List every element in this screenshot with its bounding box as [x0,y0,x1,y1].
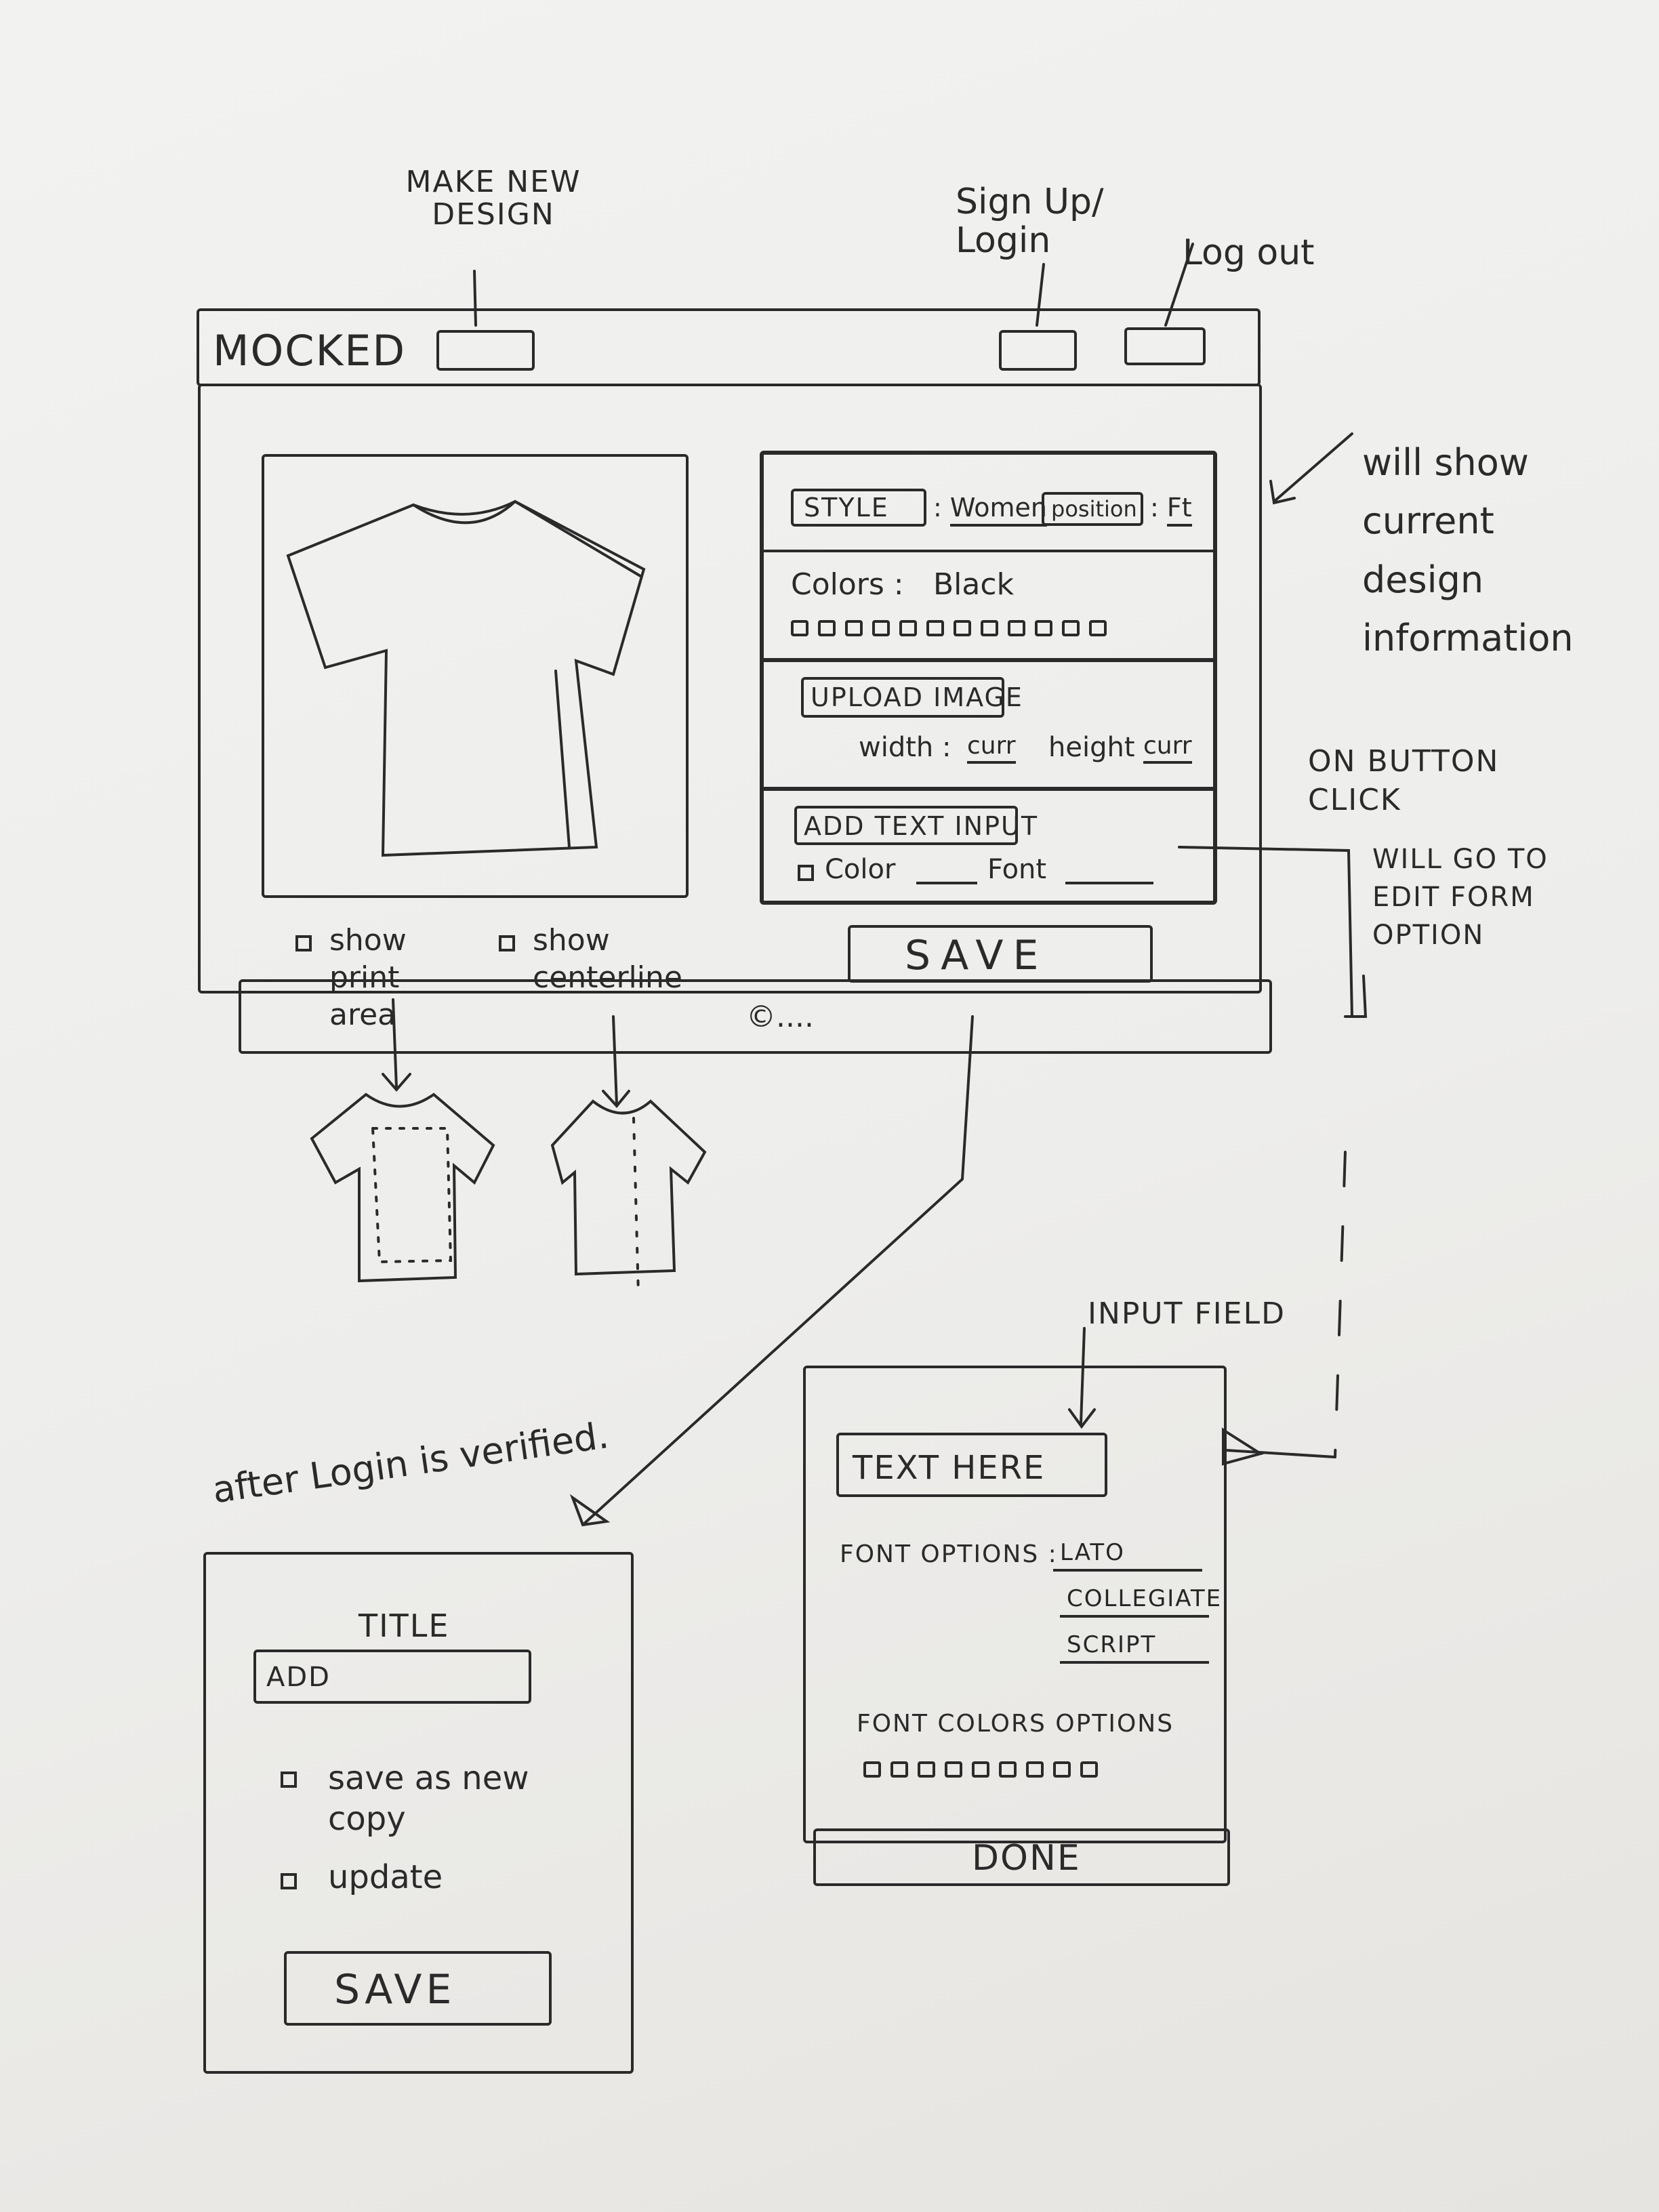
height-value[interactable]: curr [1143,733,1192,764]
log-out-button[interactable] [1124,327,1206,365]
color-swatch-7[interactable] [954,620,971,636]
upload-row: UPLOAD IMAGE width : curr height curr [764,658,1213,791]
position-value: : Ft [1150,493,1192,527]
color-swatch-5[interactable] [899,620,917,636]
save-as-new-copy-checkbox[interactable] [281,1771,297,1788]
font-color-swatch-row [863,1761,1107,1778]
font-option-lato[interactable]: LATO [1053,1538,1202,1572]
shirt-preview-canvas [262,454,689,898]
title-input[interactable]: ADD [253,1650,531,1704]
annotation-signup-login: Sign Up/ Login [956,182,1104,262]
dialog-save-button[interactable]: SAVE [284,1951,552,2026]
annotation-on-button-click: ON BUTTON CLICK [1308,744,1500,818]
add-text-row: ADD TEXT INPUT Color Font [764,787,1213,901]
height-label: height [1048,732,1135,763]
text-color-line [916,882,977,884]
font-colors-label: FONT COLORS OPTIONS [857,1710,1174,1738]
annotation-log-out: Log out [1183,232,1315,273]
font-color-swatch-5[interactable] [972,1761,989,1778]
show-centerline-checkbox[interactable] [499,935,515,951]
annotation-will-go-to: WILL GO TO EDIT FORM OPTION [1372,844,1549,951]
style-value-text: Women [949,493,1047,527]
done-label: DONE [972,1838,1081,1879]
save-design-label: SAVE [905,932,1048,979]
position-label: position [1051,496,1137,522]
font-color-swatch-6[interactable] [999,1761,1017,1778]
font-option-collegiate[interactable]: COLLEGIATE [1060,1584,1221,1618]
font-color-swatch-2[interactable] [890,1761,908,1778]
annotation-will-show: will show current design information [1362,441,1574,660]
annotation-make-new-design: MAKE NEW DESIGN [405,165,581,232]
upload-image-button[interactable]: UPLOAD IMAGE [801,677,1022,718]
upload-image-label: UPLOAD IMAGE [811,682,1023,712]
font-option-script[interactable]: SCRIPT [1060,1630,1209,1664]
position-value-text: Ft [1166,493,1192,527]
show-print-area-checkbox[interactable] [295,935,312,951]
font-color-swatch-9[interactable] [1080,1761,1098,1778]
add-text-input-button[interactable]: ADD TEXT INPUT [794,806,1037,845]
color-swatch-11[interactable] [1062,620,1080,636]
color-swatch-3[interactable] [845,620,863,636]
make-new-design-button[interactable] [436,330,535,371]
colors-value: Black [933,567,1015,602]
show-print-area-label: show print area [329,923,407,1032]
width-label: width : [859,732,951,763]
font-color-swatch-1[interactable] [863,1761,881,1778]
text-font-line [1065,882,1153,884]
app-footer: ©.... [239,979,1272,1054]
colors-label: Colors : [791,567,904,602]
app-header: MOCKED [197,308,1261,386]
signup-login-button[interactable] [999,330,1077,371]
update-checkbox[interactable] [281,1873,297,1889]
app-main-area: show print area show centerline STYLE : … [198,384,1262,1032]
show-centerline-label: show centerline [533,923,682,995]
color-swatch-8[interactable] [981,620,998,636]
save-dialog: TITLE ADD save as new copy update SAVE [203,1552,634,2074]
style-dropdown[interactable]: STYLE [791,489,926,527]
color-swatch-2[interactable] [818,620,836,636]
font-options-label: FONT OPTIONS : [840,1540,1058,1568]
dialog-save-label: SAVE [334,1966,456,2013]
color-swatch-10[interactable] [1035,620,1052,636]
update-label: update [328,1858,443,1896]
color-swatch-row [791,620,1116,636]
save-design-button[interactable]: SAVE [848,925,1153,983]
text-input-field[interactable]: TEXT HERE [836,1433,1107,1497]
color-swatch-4[interactable] [872,620,890,636]
color-swatch-12[interactable] [1089,620,1107,636]
colors-row: Colors : Black [764,550,1213,662]
style-label: STYLE [804,493,889,523]
text-color-label: Color [825,854,896,885]
style-row: STYLE : Women position : Ft [764,455,1213,552]
font-color-swatch-8[interactable] [1053,1761,1071,1778]
text-color-checkbox[interactable] [798,865,814,881]
annotation-input-field: INPUT FIELD [1088,1296,1286,1331]
color-swatch-9[interactable] [1008,620,1025,636]
text-input-placeholder: TEXT HERE [853,1449,1046,1487]
design-info-panel: STYLE : Women position : Ft Colors : Bla… [760,451,1217,905]
font-color-swatch-7[interactable] [1026,1761,1044,1778]
text-font-label: Font [987,854,1047,885]
width-value[interactable]: curr [967,733,1016,764]
color-swatch-6[interactable] [926,620,944,636]
done-button[interactable]: DONE [813,1828,1230,1886]
title-input-placeholder: ADD [266,1662,331,1693]
add-text-input-label: ADD TEXT INPUT [804,811,1039,841]
save-as-new-copy-label: save as new copy [328,1759,529,1838]
save-dialog-title: TITLE [359,1607,450,1644]
color-swatch-1[interactable] [791,620,808,636]
font-color-swatch-4[interactable] [945,1761,962,1778]
footer-copyright: ©.... [746,1000,814,1034]
position-dropdown[interactable]: position [1042,492,1143,526]
font-color-swatch-3[interactable] [918,1761,935,1778]
style-value: : Women [933,493,1047,527]
brand-logo: MOCKED [213,326,407,375]
text-edit-dialog: TEXT HERE FONT OPTIONS : LATO COLLEGIATE S… [803,1366,1227,1843]
